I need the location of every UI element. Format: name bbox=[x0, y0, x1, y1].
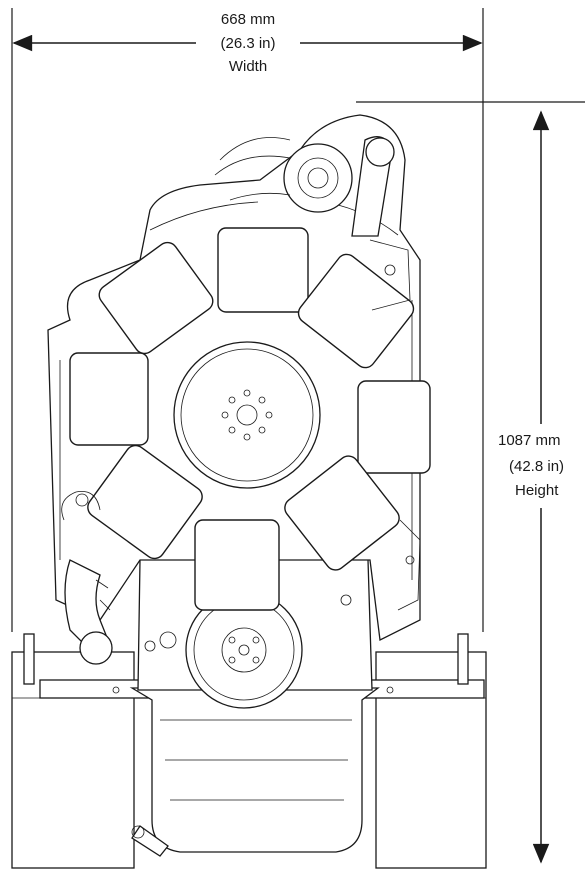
pad-top-left bbox=[98, 241, 214, 355]
crankshaft-pulley bbox=[185, 591, 303, 709]
width-dimension: 668 mm (26.3 in) Width bbox=[11, 8, 484, 632]
height-imperial-text: (42.8 in) bbox=[509, 458, 564, 475]
pad-left bbox=[69, 352, 149, 446]
pad-top-right bbox=[297, 253, 415, 369]
height-metric-text: 1087 mm bbox=[498, 432, 561, 449]
pad-bottom-left bbox=[87, 444, 203, 560]
engine-drawing bbox=[11, 114, 487, 869]
width-label-text: Width bbox=[229, 58, 267, 75]
height-label-text: Height bbox=[515, 482, 559, 499]
left-ducting bbox=[61, 491, 113, 665]
pad-top bbox=[217, 227, 309, 313]
width-metric-text: 668 mm bbox=[221, 11, 275, 28]
height-dimension: 1087 mm (42.8 in) Height bbox=[356, 101, 585, 864]
right-brackets bbox=[369, 239, 421, 611]
fan-hub bbox=[173, 341, 321, 489]
oil-pan bbox=[129, 687, 380, 857]
turbocharger bbox=[214, 136, 395, 237]
width-imperial-text: (26.3 in) bbox=[220, 35, 275, 52]
pad-bottom bbox=[194, 519, 280, 611]
cover-pads bbox=[69, 227, 431, 611]
pad-right bbox=[357, 380, 431, 474]
pad-bottom-right bbox=[284, 455, 400, 571]
